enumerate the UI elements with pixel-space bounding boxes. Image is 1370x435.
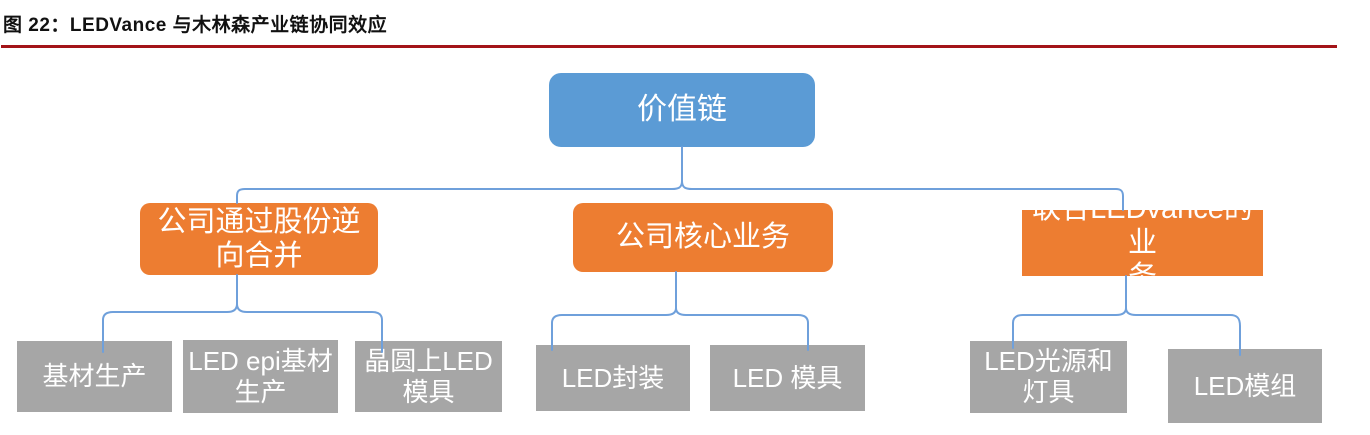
node-led-light-source: LED光源和 灯具 bbox=[970, 341, 1127, 413]
node-wafer-led-mold: 晶圆上LED 模具 bbox=[355, 341, 502, 412]
node-led-packaging: LED封装 bbox=[536, 345, 690, 411]
node-led-epi-substrate: LED epi基材 生产 bbox=[183, 340, 338, 413]
connector-branch3-to-child2 bbox=[1125, 307, 1241, 356]
node-substrate-production: 基材生产 bbox=[17, 341, 172, 412]
caption-divider-line bbox=[1, 45, 1337, 48]
node-value-chain: 价值链 bbox=[549, 73, 815, 147]
node-reverse-merger: 公司通过股份逆 向合并 bbox=[140, 203, 378, 275]
node-led-mold: LED 模具 bbox=[710, 345, 865, 411]
connector-branch2-to-child1 bbox=[551, 307, 677, 351]
node-led-module: LED模组 bbox=[1168, 349, 1322, 423]
connector-root-to-branch1 bbox=[236, 180, 683, 204]
connector-branch2-to-child2 bbox=[675, 307, 809, 351]
figure-caption: 图 22：LEDVance 与木林森产业链协同效应 bbox=[3, 15, 388, 36]
node-ledvance-business: 联合LEDvance的业 务 bbox=[1022, 193, 1263, 293]
node-core-business: 公司核心业务 bbox=[573, 203, 833, 272]
